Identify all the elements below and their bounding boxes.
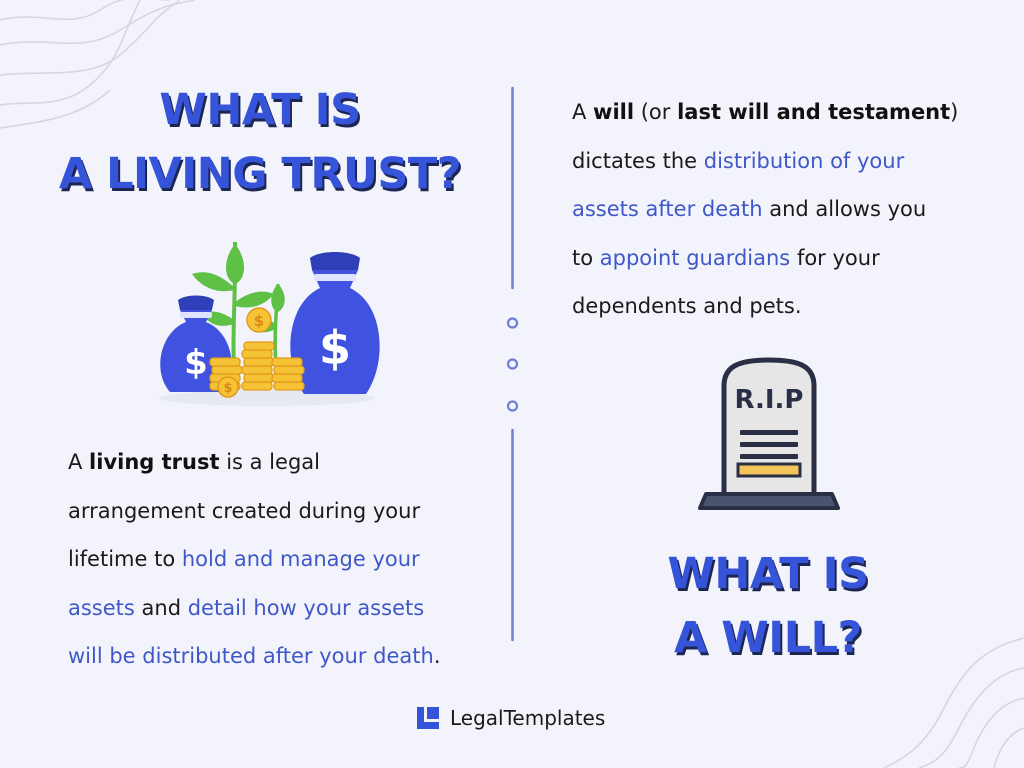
divider-dot bbox=[506, 317, 519, 329]
svg-text:$: $ bbox=[184, 343, 208, 383]
svg-text:$: $ bbox=[223, 381, 232, 396]
highlight-hold-manage: hold and manage your bbox=[181, 547, 420, 571]
highlight-detail-distribution: detail how your assets bbox=[187, 595, 425, 620]
legaltemplates-logo: LegalTemplates bbox=[416, 704, 605, 732]
legaltemplates-logo-icon bbox=[417, 707, 439, 729]
will-heading-line2: A WILL? bbox=[674, 613, 862, 663]
divider-dot bbox=[506, 400, 519, 412]
svg-text:$: $ bbox=[319, 321, 351, 375]
term-last-will: last will and testament bbox=[677, 100, 951, 124]
highlight-appoint-guardians: appoint guardians bbox=[599, 245, 791, 270]
will-description: A will (or last will and testament) dict… bbox=[572, 100, 959, 318]
living-trust-heading-line2: A LIVING TRUST? bbox=[58, 149, 462, 199]
money-bags-plant-icon: $ $ $ $ bbox=[159, 241, 380, 406]
center-divider bbox=[506, 86, 519, 642]
svg-text:$: $ bbox=[254, 312, 264, 330]
living-trust-heading: WHAT IS A LIVING TRUST? bbox=[30, 78, 490, 206]
will-heading: WHAT IS A WILL? bbox=[598, 542, 938, 670]
tombstone-text: R.I.P bbox=[735, 385, 804, 415]
divider-dot bbox=[506, 358, 519, 370]
will-heading-line1: WHAT IS bbox=[667, 549, 869, 599]
term-living-trust: living trust bbox=[89, 450, 220, 474]
living-trust-description: A living trust is a legal arrangement cr… bbox=[68, 450, 441, 668]
highlight-distribution: distribution of your bbox=[703, 148, 905, 173]
tombstone-icon: R.I.P bbox=[698, 357, 840, 510]
highlight-assets-after-death: assets after death bbox=[572, 197, 763, 221]
living-trust-heading-line1: WHAT IS bbox=[159, 85, 361, 135]
highlight-after-death: will be distributed after your death bbox=[68, 644, 434, 668]
brand-name: LegalTemplates bbox=[450, 706, 606, 730]
term-will: will bbox=[593, 100, 635, 124]
highlight-assets: assets bbox=[68, 595, 135, 620]
